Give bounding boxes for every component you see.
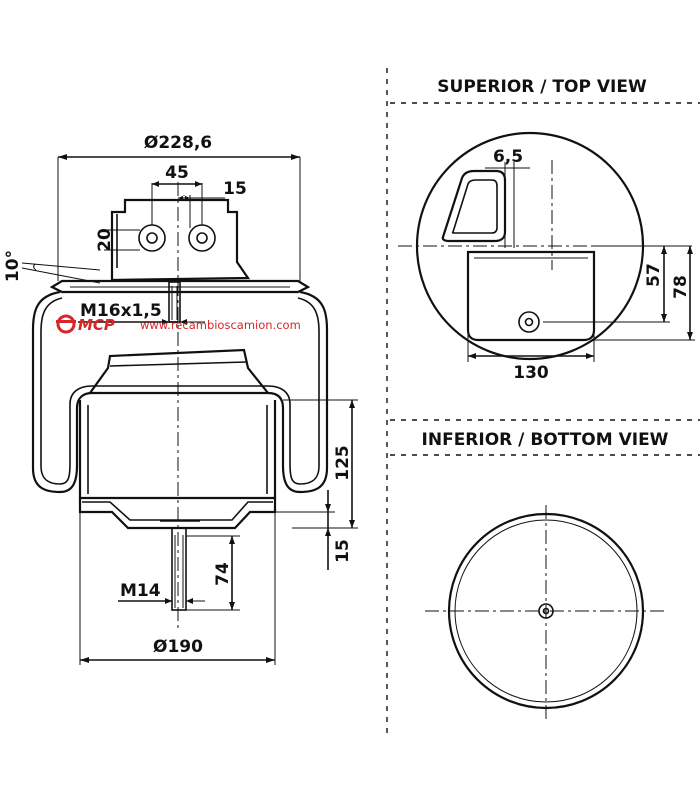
- dim-plate-height: 20: [95, 228, 115, 252]
- stud-hole-left: [138, 224, 166, 252]
- stud-hole-right: [188, 224, 216, 252]
- dim-bottom-diameter: Ø190: [153, 637, 203, 657]
- brand-logo-text: MCP: [78, 316, 115, 334]
- piston-body: [78, 400, 277, 500]
- top-view-title: SUPERIOR / TOP VIEW: [437, 77, 647, 97]
- top-view-bracket: [466, 250, 596, 342]
- dim-78: 78: [671, 275, 691, 299]
- dim-57: 57: [644, 263, 664, 287]
- top-view: 6,5 57 78 130: [398, 131, 695, 383]
- dim-slot-width: 6,5: [493, 147, 523, 167]
- brand-url: www.recambioscamion.com: [140, 318, 301, 332]
- bottom-stud: [171, 527, 187, 611]
- rubber-bellow: [31, 290, 329, 494]
- top-view-stud-hole: [518, 311, 540, 333]
- piston-crown: [89, 348, 269, 394]
- dim-stud-spacing: 45: [165, 163, 189, 183]
- dim-stud-offset: 15: [223, 179, 247, 199]
- dim-bottom-thread: M14: [120, 581, 161, 601]
- logo-ring-icon: [56, 314, 76, 334]
- bottom-view: [425, 505, 668, 720]
- dim-top-diameter: Ø228,6: [144, 133, 212, 153]
- dim-tilt-angle: 10°: [3, 250, 23, 282]
- top-plate: [49, 279, 311, 294]
- dim-stud-length: 74: [213, 562, 233, 586]
- bottom-view-title: INFERIOR / BOTTOM VIEW: [422, 430, 669, 450]
- dim-piston-height: 125: [333, 445, 353, 481]
- brand-logo: MCP: [56, 314, 115, 334]
- dim-base-height: 15: [333, 539, 353, 563]
- angle-line-lower: [21, 267, 101, 284]
- dim-130: 130: [513, 363, 549, 383]
- side-section-view: Ø228,6 45 15 20 10° M16x1,5 125 15 74 M1…: [3, 133, 358, 665]
- bottom-view-stud: [538, 603, 554, 619]
- mounting-bracket: [110, 198, 251, 282]
- dim-top-thread: M16x1,5: [80, 301, 162, 321]
